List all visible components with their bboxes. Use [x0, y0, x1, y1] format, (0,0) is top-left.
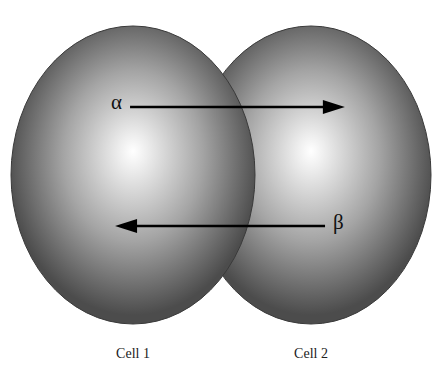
arrow-shaft — [130, 106, 325, 109]
cell-outline — [191, 26, 431, 324]
cell-label: Cell 2 — [190, 346, 432, 362]
cell-node: Cell 1 — [10, 25, 256, 362]
cell-label: Cell 1 — [10, 346, 256, 362]
cell-outline — [11, 26, 255, 324]
flux-symbol: β — [333, 212, 344, 233]
cell-shape — [190, 25, 432, 325]
cell-node: Cell 2 — [190, 25, 432, 362]
flux-symbol: α — [111, 92, 122, 113]
cell-shape — [10, 25, 256, 325]
arrow-shaft — [135, 225, 325, 228]
